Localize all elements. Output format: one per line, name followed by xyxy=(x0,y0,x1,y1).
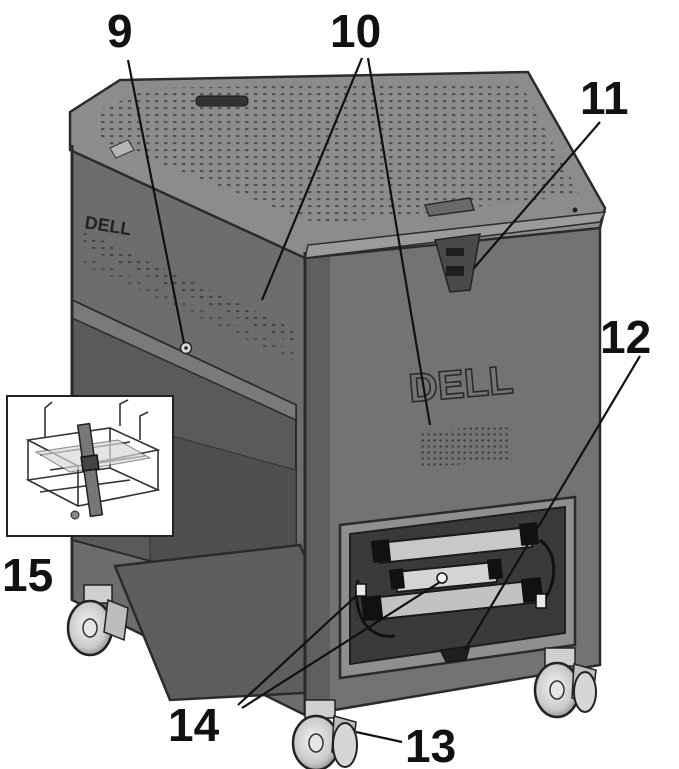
lid-perforation xyxy=(100,82,580,225)
leader-10-b xyxy=(366,57,432,426)
cable-plug xyxy=(535,593,547,609)
leader-11 xyxy=(473,121,601,269)
side-vent-perforation-2 xyxy=(84,255,296,362)
inset-panel xyxy=(6,395,174,537)
caster-front-left xyxy=(291,699,358,769)
inset-knob xyxy=(70,510,80,520)
lid-handle xyxy=(195,95,249,107)
leader-12 xyxy=(464,355,641,651)
front-dell-logo: DELL xyxy=(407,358,515,411)
lid-front-handle xyxy=(423,197,475,217)
lid-front-lip xyxy=(304,211,607,259)
callout-12: 12 xyxy=(600,311,651,363)
leader-9 xyxy=(126,59,186,344)
callout-11: 11 xyxy=(580,72,629,124)
callout-14: 14 xyxy=(168,699,220,751)
leader-lines xyxy=(126,57,641,744)
lid-screw xyxy=(572,207,578,213)
leader-14-b xyxy=(241,581,441,709)
lock-icon xyxy=(179,341,193,355)
lid-corner-badge xyxy=(109,139,135,159)
inset-buckle xyxy=(80,454,100,472)
callout-15: 15 xyxy=(2,549,53,601)
power-strip-middle xyxy=(388,558,504,594)
caster-back-left xyxy=(66,584,129,657)
leader-10-a xyxy=(260,57,364,301)
power-strip-top xyxy=(370,522,540,565)
callout-numbers: 9 10 11 12 13 14 15 xyxy=(2,5,651,769)
callout-10: 10 xyxy=(330,5,381,57)
caster-front-right xyxy=(533,647,597,719)
compartment-bottom-vent xyxy=(439,645,471,663)
side-vent-perforation xyxy=(84,232,296,345)
cable-clip xyxy=(355,583,367,597)
front-upper-vent xyxy=(434,233,481,293)
callout-13: 13 xyxy=(405,720,456,769)
front-panel-shade xyxy=(305,249,330,715)
front-access-compartment xyxy=(338,495,577,680)
compartment-cable-right xyxy=(539,538,556,599)
front-vent-perforation xyxy=(420,424,510,468)
leader-14-a xyxy=(237,595,357,706)
callout-9: 9 xyxy=(107,5,133,57)
leader-13 xyxy=(355,730,403,744)
